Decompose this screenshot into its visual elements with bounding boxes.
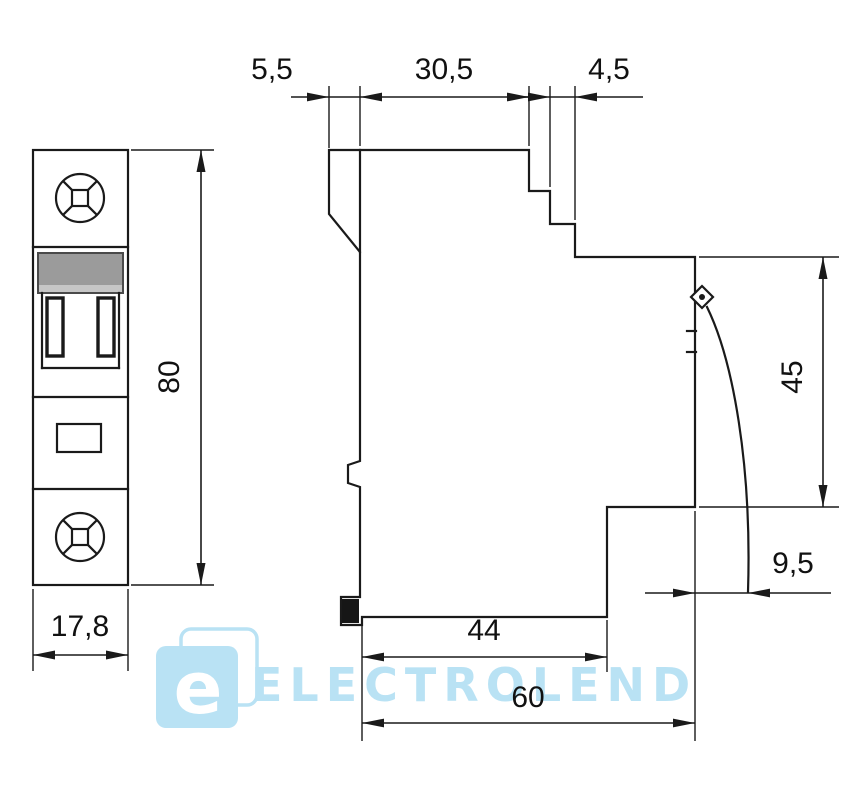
arrowhead-right-icon <box>507 92 529 102</box>
front-toggle-window <box>55 422 103 454</box>
din-rail-clip <box>342 599 359 623</box>
dim-label-side-height: 45 <box>776 360 809 393</box>
screw-center-square <box>70 188 90 208</box>
watermark-logo-letter: e <box>174 646 223 730</box>
dim-side-height: 45 <box>699 256 839 508</box>
dim-label-side-top-right: 4,5 <box>588 53 630 86</box>
screw-head-top-icon <box>54 172 106 224</box>
dim-label-side-bottom-outer: 60 <box>511 681 544 714</box>
arrowhead-right-icon <box>307 92 329 102</box>
arrowhead-up-icon <box>196 150 206 172</box>
arrowhead-left-icon <box>360 92 382 102</box>
dim-front-height: 80 <box>131 149 214 586</box>
arrowhead-right-icon <box>673 588 695 598</box>
side-profile-outline <box>327 148 697 627</box>
terminal-screw-dot <box>699 294 705 300</box>
arrowhead-left-icon <box>362 718 384 728</box>
arrowhead-right-icon <box>673 718 695 728</box>
watermark-brand-text: ELECTROLEND <box>251 658 697 712</box>
arrowhead-left-icon <box>33 650 55 660</box>
dim-front-width: 17,8 <box>32 589 129 671</box>
front-clamp-jaw-left <box>45 296 65 358</box>
dim-side-top-row: 5,5 30,5 4,5 <box>251 53 643 220</box>
dim-label-front-height: 80 <box>153 360 186 393</box>
dim-label-side-top-left: 5,5 <box>251 53 293 86</box>
watermark-logo-square <box>156 646 238 728</box>
wire-clearance-arc <box>705 305 750 594</box>
arrowhead-right-icon <box>528 92 550 102</box>
dim-side-offset: 9,5 <box>645 547 831 598</box>
arrowhead-up-icon <box>818 257 828 279</box>
arrowhead-right-icon <box>585 652 607 662</box>
arrowhead-down-icon <box>196 563 206 585</box>
screw-center-square <box>70 527 90 547</box>
front-view <box>31 148 130 587</box>
terminal-screw-icon <box>689 284 715 310</box>
dim-side-bottom-outer: 60 <box>362 511 696 741</box>
front-clamp-jaw-right <box>96 296 116 358</box>
dim-label-front-width: 17,8 <box>51 610 109 643</box>
arrowhead-left-icon <box>575 92 597 102</box>
dim-label-side-top-middle: 30,5 <box>415 53 473 86</box>
watermark: e ELECTROLEND <box>156 627 697 730</box>
arrowhead-right-icon <box>106 650 128 660</box>
dim-label-side-offset: 9,5 <box>772 547 814 580</box>
side-view <box>327 148 750 627</box>
front-terminal-band-highlight <box>39 285 122 292</box>
arrowhead-down-icon <box>818 485 828 507</box>
arrowhead-left-icon <box>362 652 384 662</box>
screw-head-bottom-icon <box>54 511 106 563</box>
dim-label-side-bottom-inner: 44 <box>467 614 500 647</box>
arrowhead-left-icon <box>748 588 770 598</box>
dim-side-bottom-inner: 44 <box>361 614 608 741</box>
screw-circle <box>54 172 106 224</box>
screw-circle <box>54 511 106 563</box>
